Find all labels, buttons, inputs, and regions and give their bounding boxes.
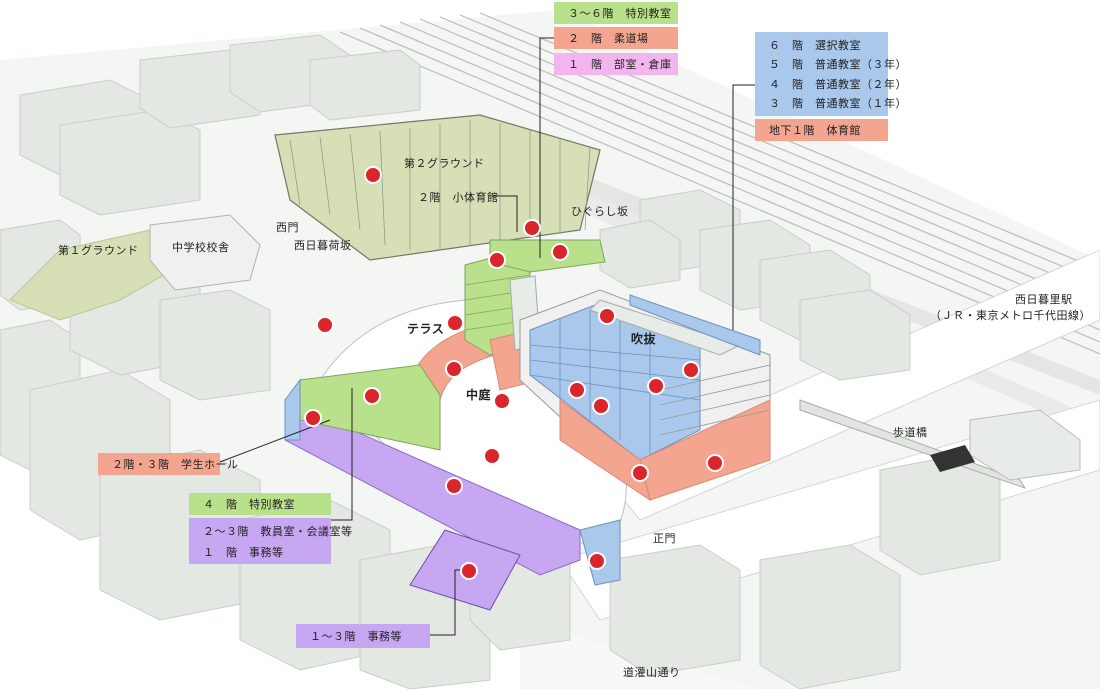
label-station-name: 西日暮里駅 — [1015, 293, 1073, 306]
legend-main-classrooms: ６ 階 選択教室 ５ 階 普通教室（３年） ４ 階 普通教室（２年） ３ 階 普… — [755, 32, 907, 116]
legend-hall: ２階・３階 学生ホール — [98, 453, 238, 475]
legend-front-purple: ２〜３階 教員室・会議室等 １ 階 事務等 — [189, 518, 352, 564]
legend-annex: １〜３階 事務等 — [296, 624, 430, 648]
label-west-gate: 西門 — [276, 221, 299, 234]
markers — [304, 166, 724, 580]
ground-2-area — [274, 114, 601, 261]
label-terrace: テラス — [407, 322, 445, 336]
label-ground-1: 第１グラウンド — [58, 244, 139, 257]
legend-front-3: １ 階 事務等 — [203, 545, 284, 559]
legend-main-5: 地下１階 体育館 — [755, 119, 888, 141]
label-footbridge: 歩道橋 — [893, 426, 928, 439]
legend-main-3: ４ 階 普通教室（２年） — [769, 77, 907, 91]
label-small-gym: ２階 小体育館 — [418, 191, 499, 204]
label-main-gate: 正門 — [653, 532, 676, 545]
label-courtyard: 中庭 — [466, 388, 492, 402]
label-higurashi-slope: ひぐらし坂 — [571, 205, 629, 218]
label-station-lines: （ＪＲ・東京メトロ千代田線） — [930, 309, 1091, 322]
label-atrium: 吹抜 — [631, 332, 657, 346]
legend-tower-3: １ 階 部室・倉庫 — [554, 53, 678, 75]
label-ground-2: 第２グラウンド — [404, 157, 485, 170]
legend-front-2: ２〜３階 教員室・会議室等 — [203, 524, 353, 538]
legend-main-1: ６ 階 選択教室 — [769, 38, 861, 52]
label-junior-high: 中学校校舎 — [172, 241, 230, 254]
legend-tower-1: ３〜６階 特別教室 — [554, 2, 678, 24]
legend-main-4: ３ 階 普通教室（１年） — [769, 97, 907, 111]
label-road: 道灌山通り — [623, 666, 681, 679]
legend-main-2: ５ 階 普通教室（３年） — [769, 58, 907, 72]
label-slope: ⻄日暮荷坂 — [294, 239, 352, 252]
legend-front-1: ４ 階 特別教室 — [189, 493, 331, 515]
legend-tower-2: ２ 階 柔道場 — [554, 27, 678, 49]
